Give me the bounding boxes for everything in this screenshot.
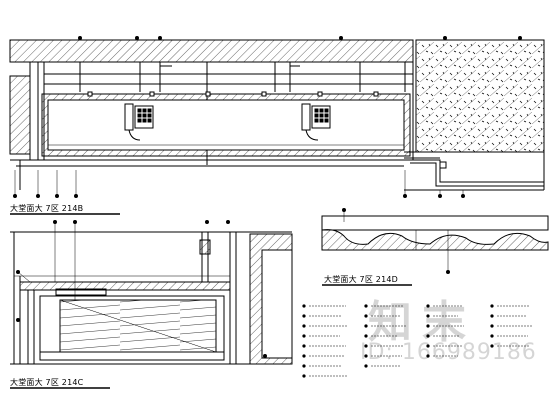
moulding-profile (321, 215, 549, 231)
elevation-214c (10, 220, 293, 389)
ceiling-slab (9, 39, 414, 63)
wall-panel-inner (47, 99, 405, 151)
detail-214d-title: 大堂面大 7区 214D (324, 275, 399, 284)
detail-214d (321, 208, 549, 286)
stone-wall (415, 39, 545, 153)
left-wall (9, 75, 31, 155)
material-legend (302, 304, 532, 378)
elevation-214b-title: 大堂面大 7区 214B (10, 204, 84, 213)
telephone-icon (124, 103, 154, 141)
wave-moulding (321, 229, 549, 251)
elevation-214b (9, 36, 545, 215)
telephone-icon (301, 103, 331, 141)
counter-top (19, 281, 231, 291)
elevation-214c-title: 大堂面大 7区 214C (10, 378, 84, 387)
